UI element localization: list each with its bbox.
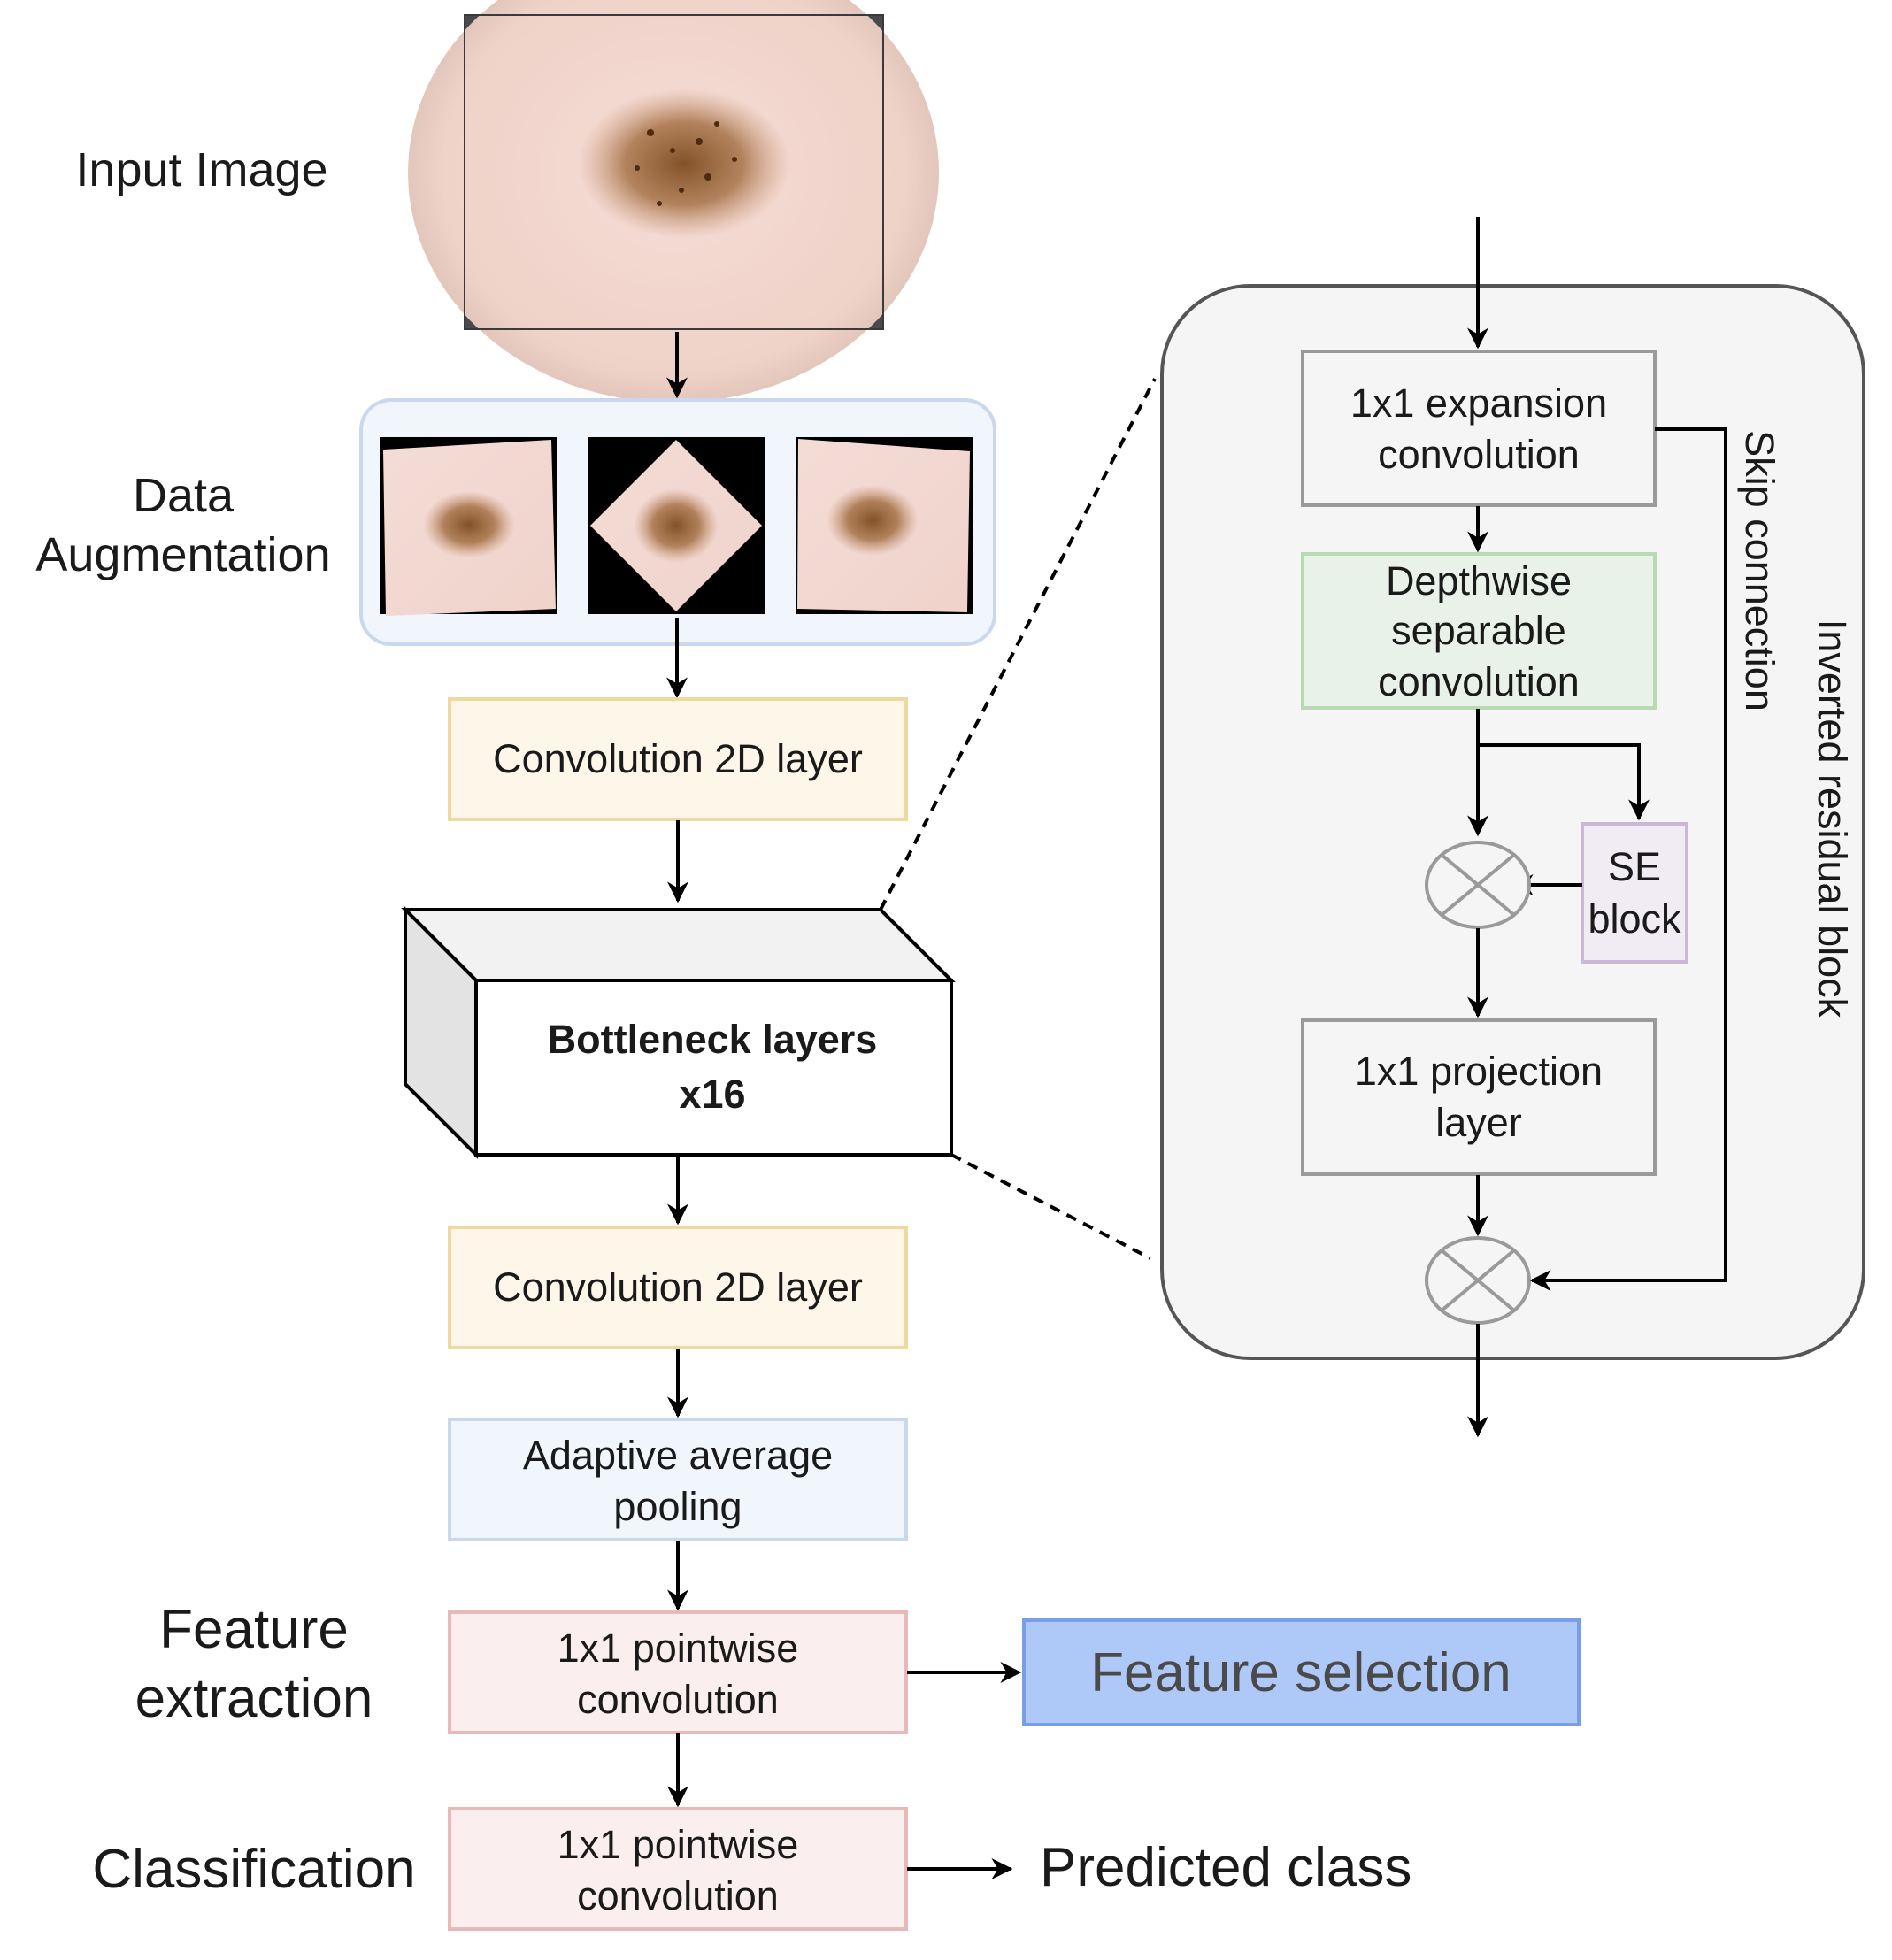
predicted-class-label: Predicted class xyxy=(1040,1837,1411,1898)
augmented-image-3 xyxy=(796,437,973,614)
se-block-label-1: SE xyxy=(1608,844,1661,889)
projection-layer-label-2: layer xyxy=(1435,1100,1522,1145)
pointwise-feature-label-1: 1x1 pointwise xyxy=(558,1626,799,1671)
conv2d-layer-1 xyxy=(448,697,908,821)
adaptive-pooling-layer xyxy=(448,1418,908,1541)
label-data-augmentation-2: Augmentation xyxy=(35,528,330,581)
arrow-depthwise-to-se xyxy=(1478,743,1650,821)
conv2d-layer-2 xyxy=(448,1226,908,1349)
expansion-conv-label-1: 1x1 expansion xyxy=(1350,380,1607,426)
conv2d-layer-2-label: Convolution 2D layer xyxy=(493,1264,863,1310)
augmented-image-1 xyxy=(380,437,557,616)
zoom-connector-top xyxy=(879,378,1157,911)
skip-connection-label: Skip connection xyxy=(1737,430,1782,711)
augmented-image-2 xyxy=(588,437,765,614)
expansion-conv-box xyxy=(1301,350,1657,507)
conv2d-layer-1-label: Convolution 2D layer xyxy=(493,736,863,781)
feature-selection-box xyxy=(1022,1618,1581,1726)
projection-layer-label-1: 1x1 projection xyxy=(1355,1049,1603,1094)
inverted-residual-label: Inverted residual block xyxy=(1810,619,1855,1018)
se-block-box xyxy=(1581,822,1688,964)
label-feature-extraction-2: extraction xyxy=(135,1668,373,1729)
feature-selection-label: Feature selection xyxy=(1090,1642,1511,1703)
depthwise-conv-label-1: Depthwise xyxy=(1386,558,1572,603)
pointwise-classifier-layer xyxy=(448,1807,908,1931)
pointwise-feature-layer xyxy=(448,1610,908,1734)
expansion-conv-label-2: convolution xyxy=(1378,432,1580,477)
adaptive-pooling-label-2: pooling xyxy=(613,1484,742,1529)
adaptive-pooling-label-1: Adaptive average xyxy=(523,1433,833,1478)
skip-connection-path xyxy=(1529,427,1727,1291)
label-input-image: Input Image xyxy=(75,143,327,196)
label-feature-extraction-1: Feature xyxy=(159,1599,349,1660)
multiply-operator-icon-2 xyxy=(1425,1236,1531,1325)
multiply-operator-icon-1 xyxy=(1425,841,1531,929)
depthwise-conv-label-2: separable xyxy=(1391,608,1566,653)
depthwise-conv-label-3: convolution xyxy=(1378,659,1580,704)
label-data-augmentation-1: Data xyxy=(133,469,235,522)
label-classification: Classification xyxy=(92,1839,415,1900)
projection-layer-box xyxy=(1301,1018,1657,1176)
se-block-label-2: block xyxy=(1588,896,1681,942)
bottleneck-label-1: Bottleneck layers xyxy=(548,1017,878,1062)
zoom-connector-bottom xyxy=(950,1153,1151,1260)
pointwise-feature-label-2: convolution xyxy=(577,1677,779,1722)
pointwise-classifier-label-2: convolution xyxy=(577,1873,779,1918)
pointwise-classifier-label-1: 1x1 pointwise xyxy=(558,1822,799,1867)
bottleneck-block xyxy=(401,905,956,1159)
depthwise-conv-box xyxy=(1301,552,1657,710)
bottleneck-label-2: x16 xyxy=(679,1072,745,1117)
input-lesion-image xyxy=(408,0,939,403)
